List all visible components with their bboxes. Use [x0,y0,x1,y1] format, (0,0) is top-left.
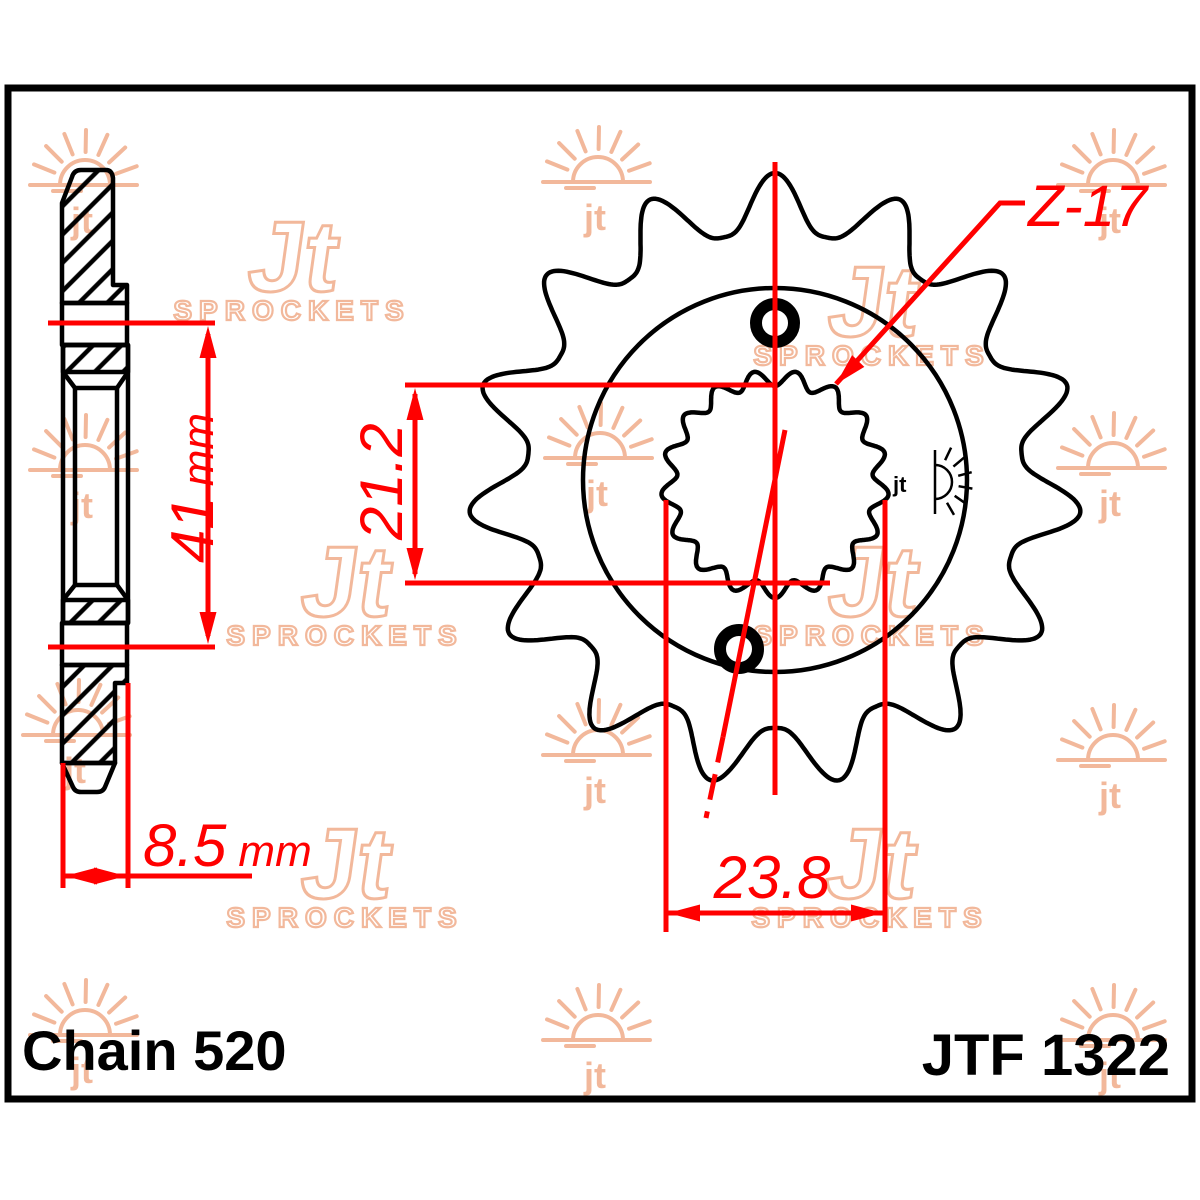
watermark-logo-main: Jt [822,526,927,637]
watermark-jt-text: jt [1098,1055,1121,1096]
watermark-jt-text: jt [583,197,606,238]
dim-bore-width: 23.8 [713,844,831,911]
sprocket-front-view [467,170,1083,783]
watermark-logo-main: Jt [820,808,925,919]
watermark-sun-icon: jt [28,978,139,1091]
dimension-arrowhead [668,904,700,922]
jt-sun-stamp-icon: jt [892,447,973,516]
watermark-jt-text: jt [585,473,608,514]
watermark-logo-main: Jt [295,526,400,637]
stamp-jt-text: jt [892,472,907,497]
watermark-jt-text: jt [583,770,606,811]
watermark-logo-sub: SPROCKETS [226,902,463,933]
side-view-rim-band-bottom [59,620,130,668]
watermark-sun-icon: jt [28,413,139,526]
watermark-jt-text: jt [1098,200,1121,241]
gear-teeth-outline [467,170,1083,783]
drawing-frame [4,84,1196,1103]
watermark-sun-icon: jt [1056,128,1167,241]
side-view-hub-bore [72,385,120,588]
watermark-jt-text: jt [1098,775,1121,816]
dimension-arrowhead [199,612,217,644]
watermark-logo-main: Jt [242,201,347,312]
watermark-logo-main: Jt [295,808,400,919]
watermark-sun-icon: jt [543,401,654,514]
watermark-jt-text: jt [583,1055,606,1096]
tooth-count-leader [834,200,1025,386]
side-view-bottom-tooth [59,760,118,795]
dimension-arrowhead [94,867,126,885]
watermark-logo-sub: SPROCKETS [226,620,463,651]
side-view-lower-tooth-section [59,662,130,766]
oblique-reference-line [720,429,788,738]
watermark-sun-icon: jt [541,983,652,1096]
watermark-sun-icon: jt [1056,411,1167,524]
spline-bore-outline [659,369,891,601]
dim-hub-length: 41mm [159,413,226,563]
dimension-arrowhead [406,388,424,420]
chain-size-label: Chain 520 [22,1019,287,1082]
watermark-sun-icon: jt [1056,983,1167,1096]
side-view-upper-tooth-section [59,167,130,306]
watermark-logo-sub: SPROCKETS [751,902,988,933]
dimension-arrowhead [851,904,883,922]
dim-bore-flat-height: 21.2 [348,423,415,541]
dimension-arrowhead [65,867,97,885]
side-view-collar-bottom [60,597,131,626]
dimension-arrowhead [199,326,217,358]
watermark-sun-icon: jt [1056,703,1167,816]
dimension-arrowhead [836,355,865,384]
side-view-collar-top [60,342,131,375]
dim-tooth-count: Z-17 [1026,174,1150,239]
watermark-jt-text: jt [70,1050,93,1091]
dimension-arrowhead [406,548,424,580]
watermark-jt-text: jt [1098,483,1121,524]
watermark-sun-icon: jt [541,125,652,238]
part-number-label: JTF 1322 [922,1023,1170,1088]
